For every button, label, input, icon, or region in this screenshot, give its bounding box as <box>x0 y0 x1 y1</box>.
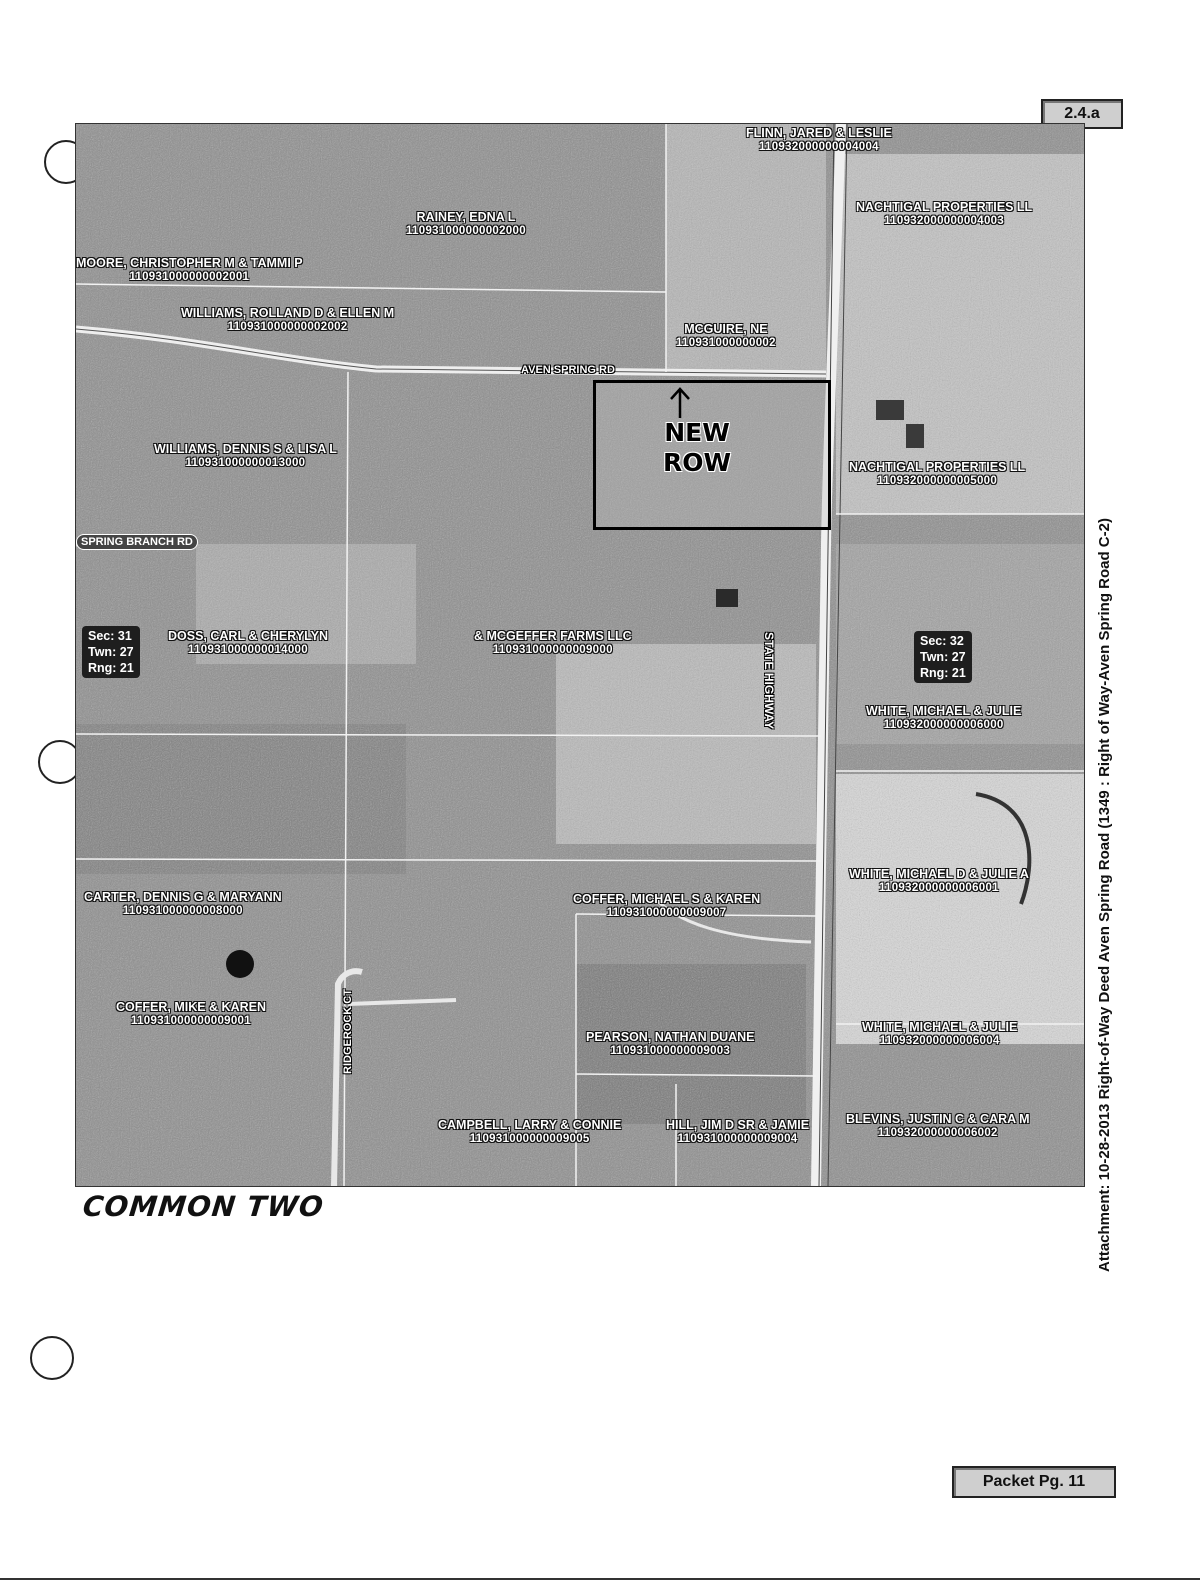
attachment-caption: Attachment: 10-28-2013 Right-of-Way Deed… <box>1096 518 1113 1272</box>
map-background <box>76 124 1084 1186</box>
section-32-label: Sec: 32 Twn: 27 Rng: 21 <box>914 631 972 683</box>
road-label-spring-branch: SPRING BRANCH RD <box>76 534 198 550</box>
section-31-label: Sec: 31 Twn: 27 Rng: 21 <box>82 626 140 678</box>
road-label-aven-spring: AVEN SPRING RD <box>521 364 615 376</box>
road-label-ridgerock: RIDGEROCK CT <box>342 989 354 1074</box>
binder-hole-bottom <box>30 1336 74 1380</box>
page-bottom-rule <box>0 1578 1200 1580</box>
aerial-parcel-map: AVEN SPRING RD SPRING BRANCH RD STATE HI… <box>75 123 1085 1187</box>
common-two-annotation: COMMON TWO <box>81 1190 326 1223</box>
new-row-annotation: NEW ROW <box>662 418 732 477</box>
packet-page-badge: Packet Pg. 11 <box>952 1466 1116 1498</box>
up-arrow-icon <box>670 387 690 418</box>
road-label-state-highway: STATE HIGHWAY <box>762 632 776 730</box>
new-row-outline <box>593 380 831 530</box>
